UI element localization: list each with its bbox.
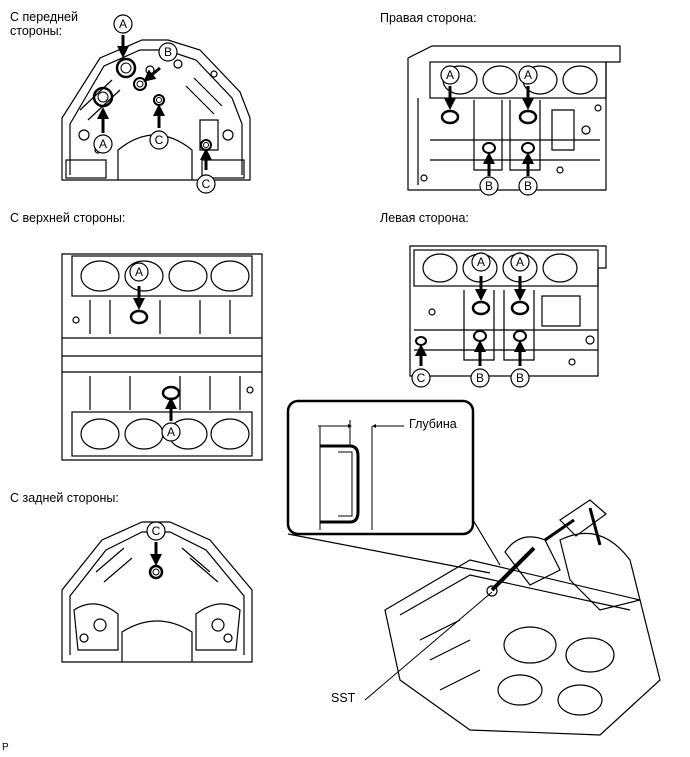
depth-detail-inset [286, 399, 501, 574]
right-view-engine-block [407, 45, 621, 191]
left-view-arrows [415, 276, 526, 366]
depth-label: Глубина [409, 417, 457, 431]
callout-markers [93, 14, 538, 541]
right-view-arrows [444, 86, 534, 176]
right-view-plugs [440, 109, 538, 154]
marker-b-right-2: B [524, 179, 532, 193]
marker-a-top-1: A [135, 265, 143, 279]
front-view-engine-block [61, 39, 251, 181]
marker-a-right-1: A [446, 68, 454, 82]
marker-a-left-1: A [477, 255, 485, 269]
marker-a-right-2: A [524, 68, 532, 82]
left-view-plugs [415, 300, 530, 346]
marker-c-front-2: C [202, 177, 211, 191]
left-view-engine-block [409, 245, 607, 377]
rear-view-title: С задней стороны: [10, 491, 119, 505]
right-view-title: Правая сторона: [380, 11, 477, 25]
figure-code: P [2, 742, 9, 753]
sst-label: SST [331, 691, 356, 705]
marker-b-left-1: B [476, 371, 484, 385]
marker-c-left: C [417, 371, 426, 385]
marker-c-front-1: C [155, 133, 164, 147]
sst-installation-illustration [364, 499, 661, 736]
marker-a-front-1: A [119, 17, 127, 31]
marker-a-top-2: A [167, 425, 175, 439]
front-view-title: С передней стороны: [10, 10, 78, 38]
callout-letters: A B A C C A A B B A A A A C B B C [99, 17, 532, 538]
rear-view-plugs [148, 564, 164, 580]
left-view-title: Левая сторона: [380, 211, 469, 225]
marker-b-right-1: B [485, 179, 493, 193]
rear-view-engine-block [61, 521, 253, 663]
marker-b-front: B [164, 45, 172, 59]
marker-a-left-2: A [516, 255, 524, 269]
top-view-title: С верхней стороны: [10, 211, 126, 225]
marker-b-left-2: B [516, 371, 524, 385]
top-view-plugs [129, 309, 181, 401]
top-view-arrows [133, 286, 177, 421]
top-view-engine-block [61, 253, 263, 461]
marker-c-rear: C [152, 524, 161, 538]
marker-a-front-2: A [99, 137, 107, 151]
front-view-plugs [92, 57, 212, 151]
front-view-arrows [97, 35, 212, 170]
